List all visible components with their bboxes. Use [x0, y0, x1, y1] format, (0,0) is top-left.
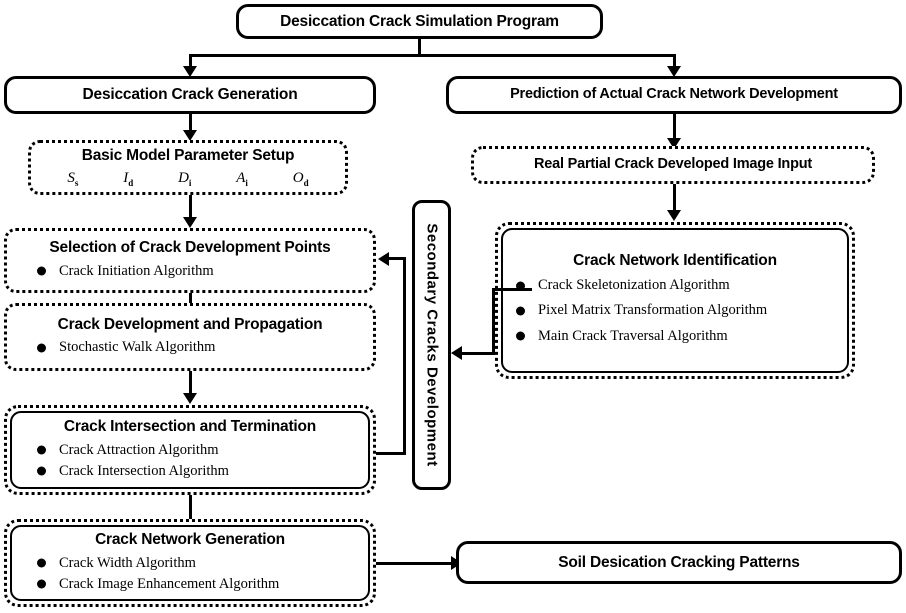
node-desiccation-crack-generation-label: Desiccation Crack Generation — [82, 86, 298, 104]
node-basic-model-parameter-setup: Basic Model Parameter Setup Ss Id Di Ai … — [28, 140, 348, 195]
edge-right-header-to-image-input — [673, 114, 676, 140]
arrowhead-params — [183, 130, 197, 141]
node-crack-network-identification-label: Crack Network Identification — [573, 251, 777, 269]
arrowhead-into-selection-box — [378, 252, 389, 266]
edge-selection-to-development — [189, 293, 192, 309]
node-crack-intersection-and-termination: Crack Intersection and Termination Crack… — [4, 405, 376, 495]
node-network-generation-items: Crack Width Algorithm Crack Image Enhanc… — [7, 553, 373, 595]
parameter-symbol-Ss: Ss — [67, 169, 79, 188]
arrowhead-selection — [183, 217, 197, 228]
parameter-symbol-list: Ss Id Di Ai Od — [31, 170, 345, 188]
node-selection-of-crack-development-points-label: Selection of Crack Development Points — [49, 239, 331, 257]
edge-identification-feedback-top — [492, 288, 532, 291]
node-development-items: Stochastic Walk Algorithm — [7, 337, 373, 358]
node-selection-of-crack-development-points: Selection of Crack Development Points Cr… — [4, 228, 376, 293]
node-root: Desiccation Crack Simulation Program — [236, 4, 603, 39]
node-crack-development-and-propagation: Crack Development and Propagation Stocha… — [4, 303, 376, 371]
node-intersection-items: Crack Attraction Algorithm Crack Interse… — [7, 440, 373, 482]
node-crack-network-generation: Crack Network Generation Crack Width Alg… — [4, 519, 376, 607]
edge-root-stem — [418, 39, 421, 56]
parameter-symbol-Od: Od — [292, 169, 309, 188]
node-selection-items: Crack Initiation Algorithm — [7, 261, 373, 282]
parameter-symbol-Di: Di — [178, 169, 192, 188]
parameter-symbol-Id: Id — [123, 169, 134, 188]
list-item: Crack Initiation Algorithm — [37, 261, 373, 282]
edge-identification-feedback-vertical — [492, 288, 495, 354]
arrowhead-to-right-branch — [667, 66, 681, 77]
node-secondary-cracks-development: Secondary Cracks Development — [412, 200, 451, 490]
list-item: Crack Image Enhancement Algorithm — [37, 574, 373, 595]
edge-intersection-to-network-generation — [189, 495, 192, 521]
node-crack-intersection-and-termination-label: Crack Intersection and Termination — [63, 418, 317, 436]
edge-params-to-selection — [189, 195, 192, 219]
edge-intersection-feedback-bottom — [376, 452, 406, 455]
list-item: Crack Skeletonization Algorithm — [516, 273, 852, 298]
edge-development-to-intersection — [189, 371, 192, 395]
parameter-symbol-Ai: Ai — [236, 169, 248, 188]
edge-left-header-to-params — [189, 114, 192, 132]
list-item: Crack Width Algorithm — [37, 553, 373, 574]
list-item: Crack Intersection Algorithm — [37, 461, 373, 482]
list-item: Crack Attraction Algorithm — [37, 440, 373, 461]
node-crack-network-generation-label: Crack Network Generation — [95, 531, 285, 549]
node-image-input-label: Real Partial Crack Developed Image Input — [533, 156, 813, 173]
arrowhead-intersection — [183, 393, 197, 404]
node-prediction-of-actual-crack-network-development: Prediction of Actual Crack Network Devel… — [446, 76, 902, 114]
node-root-label: Desiccation Crack Simulation Program — [280, 12, 559, 30]
arrowhead-to-left-branch — [183, 66, 197, 77]
edge-intersection-feedback-vertical — [403, 257, 406, 455]
node-crack-network-identification: Crack Network Identification Crack Skele… — [495, 222, 855, 379]
node-crack-development-and-propagation-label: Crack Development and Propagation — [57, 315, 323, 333]
edge-split-right — [673, 54, 676, 68]
node-secondary-cracks-development-label: Secondary Cracks Development — [423, 223, 440, 467]
list-item: Main Crack Traversal Algorithm — [516, 324, 852, 349]
edge-image-input-to-identification — [673, 184, 676, 212]
list-item: Pixel Matrix Transformation Algorithm — [516, 298, 852, 323]
edge-network-generation-to-output — [376, 562, 456, 565]
arrowhead-identification — [667, 210, 681, 221]
node-identification-items: Crack Skeletonization Algorithm Pixel Ma… — [498, 273, 852, 349]
edge-split-bus — [189, 54, 676, 57]
edge-intersection-feedback-top — [389, 257, 406, 260]
node-output-label: Soil Desication Cracking Patterns — [558, 553, 800, 571]
arrowhead-image-input — [667, 138, 681, 149]
edge-split-left — [189, 54, 192, 68]
node-desiccation-crack-generation: Desiccation Crack Generation — [4, 76, 376, 114]
node-prediction-label: Prediction of Actual Crack Network Devel… — [510, 86, 838, 103]
node-basic-model-parameter-setup-label: Basic Model Parameter Setup — [81, 147, 295, 165]
node-real-partial-crack-developed-image-input: Real Partial Crack Developed Image Input — [471, 146, 875, 184]
list-item: Stochastic Walk Algorithm — [37, 337, 373, 358]
node-soil-desication-cracking-patterns: Soil Desication Cracking Patterns — [456, 541, 902, 584]
arrowhead-into-secondary-box — [451, 346, 462, 360]
edge-identification-feedback-bottom — [462, 352, 495, 355]
